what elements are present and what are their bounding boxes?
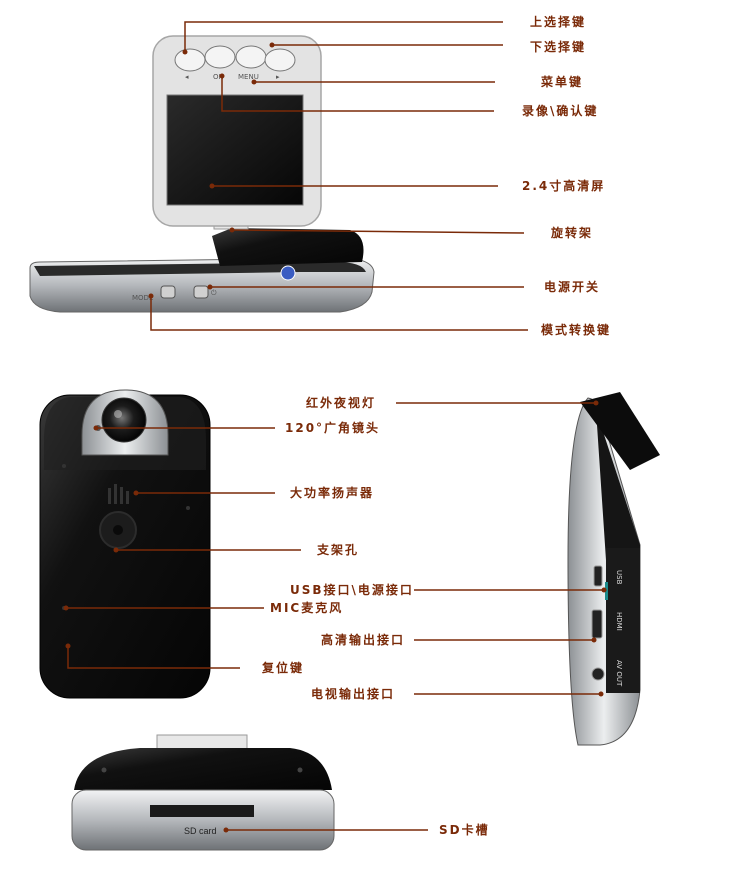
power-icon: ⏻	[211, 289, 217, 297]
down-key-button	[264, 48, 296, 72]
sd-card-print: SD card	[184, 826, 217, 836]
label-hd-out-port: 高清输出接口	[321, 633, 406, 647]
label-up-key: 上选择键	[530, 15, 587, 29]
mode-print: MODE	[132, 294, 153, 302]
button-ok-print: OK	[213, 73, 224, 81]
hdmi-print: HDMI	[615, 612, 623, 631]
logo-sticker	[280, 265, 296, 281]
label-power-switch: 电源开关	[544, 280, 601, 294]
device-back-view	[39, 389, 211, 699]
bottom-body-silver	[71, 789, 335, 851]
label-screen: 2.4寸高清屏	[522, 179, 606, 193]
label-ir-light: 红外夜视灯	[306, 396, 377, 410]
leader-rotating-stand	[231, 229, 525, 234]
sd-card-slot	[150, 805, 254, 817]
label-record-ok-key: 录像\确认键	[522, 104, 599, 118]
label-speaker: 大功率扬声器	[290, 486, 375, 500]
side-lens-top	[580, 392, 660, 470]
label-down-key: 下选择键	[530, 40, 587, 54]
av-out-print: AV OUT	[615, 660, 623, 687]
label-usb-power-port: USB接口\电源接口	[290, 583, 414, 597]
speaker-grill	[108, 484, 129, 504]
bottom-body-top	[74, 748, 332, 790]
up-key-button	[174, 48, 206, 72]
label-reset-key: 复位键	[262, 661, 305, 675]
device-front-view: ◂ OK MENU ▸ MODE ⏻	[29, 35, 375, 313]
button-menu-print: MENU	[238, 73, 259, 81]
menu-button	[235, 45, 267, 69]
label-menu-key: 菜单键	[541, 75, 584, 89]
label-mount-hole: 支架孔	[317, 543, 360, 557]
usb-print: USB	[615, 570, 623, 585]
up-arrow-icon: ◂	[185, 73, 189, 81]
mode-key-button	[160, 285, 176, 299]
av-out-port	[591, 667, 605, 681]
leader-up-key	[184, 21, 503, 52]
usb-port	[593, 565, 603, 587]
power-switch-button	[193, 285, 209, 299]
leader-record-ok-key	[221, 76, 494, 112]
leader-lines	[66, 21, 604, 831]
leader-dots	[63, 42, 607, 833]
leader-mode-key	[150, 296, 528, 331]
label-mic: MIC麦克风	[270, 601, 344, 615]
hdmi-port	[591, 609, 603, 639]
rotating-stand	[212, 228, 364, 266]
leader-reset-key	[67, 646, 240, 669]
label-av-out-port: 电视输出接口	[311, 687, 396, 701]
label-mode-key: 模式转换键	[541, 323, 612, 337]
device-bottom-view: SD card	[71, 734, 335, 851]
ok-button	[204, 45, 236, 69]
label-wide-lens: 120°广角镜头	[285, 421, 381, 435]
down-arrow-icon: ▸	[276, 73, 280, 81]
device-side-view: USB HDMI AV OUT	[567, 392, 660, 746]
label-rotating-stand: 旋转架	[551, 226, 594, 240]
wide-angle-lens	[101, 397, 147, 443]
label-sd-slot: SD卡槽	[439, 823, 490, 837]
